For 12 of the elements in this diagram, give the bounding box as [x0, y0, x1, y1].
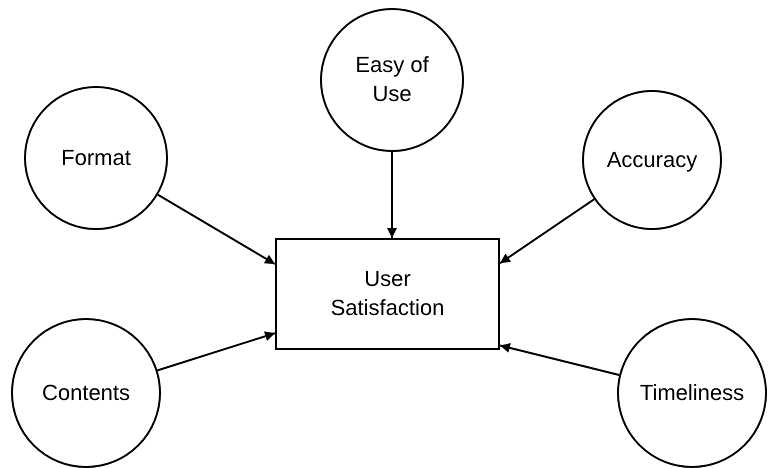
- node-label: Format: [61, 144, 131, 172]
- node-label: Accuracy: [606, 146, 698, 174]
- node-label: Easy of Use: [354, 51, 430, 108]
- arrow: [157, 331, 276, 372]
- arrow: [500, 343, 620, 376]
- node-label: User Satisfaction: [330, 265, 446, 322]
- arrow: [499, 198, 595, 264]
- node-label: Timeliness: [640, 378, 744, 407]
- outcome-box: [275, 238, 500, 350]
- node-label: Contents: [42, 378, 130, 407]
- arrow: [387, 152, 397, 238]
- arrow: [157, 194, 276, 265]
